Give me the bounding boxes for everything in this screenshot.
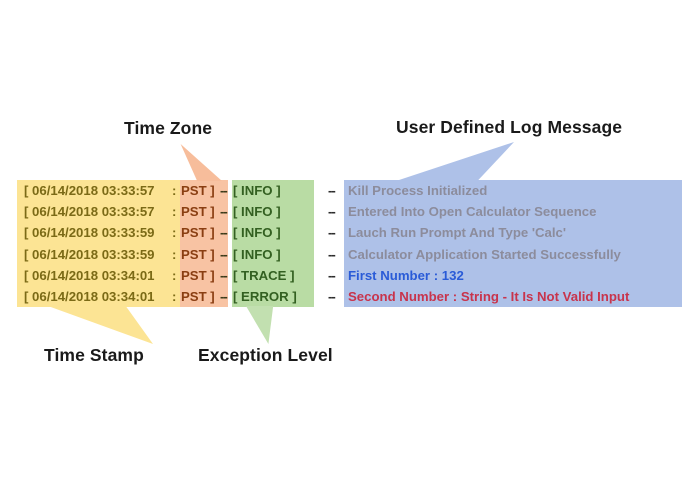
log-exception-level: [ TRACE ]: [233, 267, 295, 283]
log-colon-separator: :: [172, 267, 177, 283]
log-message-column-highlight: [344, 180, 682, 307]
log-timezone: PST ]: [181, 288, 215, 304]
log-dash-separator-timezone-level: --: [220, 267, 228, 283]
log-timezone: PST ]: [181, 183, 215, 198]
log-message: Lauch Run Prompt And Type 'Calc': [348, 225, 567, 241]
log-dash-separator-level-message: --: [328, 267, 336, 283]
log-message: Calculator Application Started Successfu…: [348, 246, 621, 262]
log-dash-separator-timezone-level: --: [220, 204, 228, 220]
log-colon-separator: :: [172, 225, 177, 241]
timezone-callout-tail: [180, 144, 222, 181]
log-row: [ 06/14/2018 03:33:59:PST ] -- [ INFO ] -- L…: [0, 222, 695, 243]
log-timezone: PST ]: [181, 246, 215, 262]
log-exception-level: [ INFO ]: [233, 204, 281, 220]
log-row: [ 06/14/2018 03:33:59:PST ] -- [ INFO ] -- C…: [0, 244, 695, 265]
label-user-defined-log-message: User Defined Log Message: [396, 117, 623, 137]
log-colon-separator: :: [172, 183, 177, 198]
log-timestamp: [ 06/14/2018 03:33:59: [24, 246, 155, 262]
log-colon-separator: :: [172, 204, 177, 220]
log-row: [ 06/14/2018 03:33:57:PST ] -- [ INFO ] -- E…: [0, 201, 695, 222]
log-exception-level: [ INFO ]: [233, 225, 281, 241]
log-row: [ 06/14/2018 03:34:01:PST ] -- [ TRACE ] --…: [0, 265, 695, 286]
log-exception-level: [ ERROR ]: [233, 288, 297, 304]
log-timezone: PST ]: [181, 204, 215, 220]
log-colon-separator: :: [172, 246, 177, 262]
log-dash-separator-level-message: --: [328, 183, 336, 198]
log-timestamp: [ 06/14/2018 03:34:01: [24, 288, 155, 304]
log-message: First Number : 132: [348, 267, 464, 283]
log-timestamp: [ 06/14/2018 03:34:01: [24, 267, 155, 283]
log-dash-separator-level-message: --: [328, 225, 336, 241]
log-dash-separator-timezone-level: --: [220, 288, 228, 304]
timezone-column-highlight: [180, 180, 228, 307]
log-dash-separator-level-message: --: [328, 246, 336, 262]
log-exception-level: [ INFO ]: [233, 246, 281, 262]
label-time-stamp: Time Stamp: [44, 345, 144, 365]
log-row: [ 06/14/2018 03:34:01:PST ] -- [ ERROR ] --…: [0, 286, 695, 307]
log-dash-separator-timezone-level: --: [220, 183, 228, 198]
log-timezone: PST ]: [181, 225, 215, 241]
log-timestamp: [ 06/14/2018 03:33:59: [24, 225, 155, 241]
log-message-callout-arrow: [396, 142, 514, 181]
log-message: Entered Into Open Calculator Sequence: [348, 204, 597, 220]
log-message: Second Number : String - It Is Not Valid…: [348, 288, 630, 304]
log-dash-separator-timezone-level: --: [220, 246, 228, 262]
timestamp-callout-tail: [48, 306, 153, 344]
log-message: Kill Process Initialized: [348, 183, 488, 198]
log-dash-separator-timezone-level: --: [220, 225, 228, 241]
log-timezone: PST ]: [181, 267, 215, 283]
exception-level-column-highlight: [232, 180, 314, 307]
log-colon-separator: :: [172, 288, 177, 304]
log-timestamp: [ 06/14/2018 03:33:57: [24, 183, 155, 198]
label-time-zone: Time Zone: [124, 118, 213, 138]
label-exception-level: Exception Level: [198, 345, 333, 365]
log-row: [ 06/14/2018 03:33:57: PST ] -- [ INFO ] -- K…: [0, 180, 695, 201]
log-timestamp: [ 06/14/2018 03:33:57: [24, 204, 155, 220]
log-dash-separator-level-message: --: [328, 204, 336, 220]
exception-level-callout-tail: [246, 306, 274, 344]
log-rows-container: [ 06/14/2018 03:33:57:PST ]--[ INFO ]--K…: [0, 180, 695, 307]
log-dash-separator-level-message: --: [328, 288, 336, 304]
timestamp-column-highlight: [17, 180, 180, 307]
log-exception-level: [ INFO ]: [233, 183, 281, 198]
